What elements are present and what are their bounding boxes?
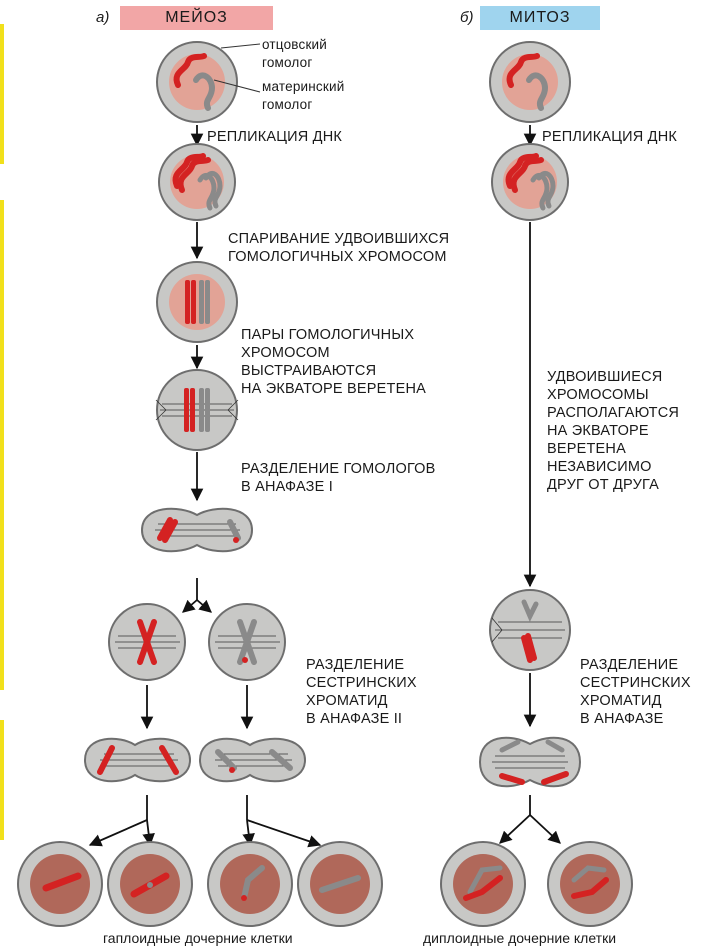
haploid-cell-1	[18, 842, 102, 926]
mitosis-align-7: ДРУГ ОТ ДРУГА	[547, 476, 659, 494]
haploid-cell-4	[298, 842, 382, 926]
haploid-caption: гаплоидные дочерние клетки	[103, 930, 293, 946]
meiosis-cell-3	[157, 262, 237, 342]
meiosis-cell-7b	[200, 739, 305, 781]
mitosis-align-3: РАСПОЛАГАЮТСЯ	[547, 404, 679, 422]
mitosis-cell-2	[492, 144, 568, 220]
meiosis-cell-4	[156, 370, 238, 450]
haploid-cell-3	[208, 842, 292, 926]
mitosis-cell-1	[490, 42, 570, 122]
anaphase2-label-3: ХРОМАТИД	[306, 692, 388, 710]
diploid-cell-2	[548, 842, 632, 926]
align-label-4: НА ЭКВАТОРЕ ВЕРЕТЕНА	[241, 380, 426, 398]
anaphase2-label-1: РАЗДЕЛЕНИЕ	[306, 656, 404, 674]
meiosis-cell-5	[142, 509, 252, 551]
meiosis-cell-6a	[109, 604, 185, 680]
mitosis-anaphase-3: ХРОМАТИД	[580, 692, 662, 710]
mitosis-align-5: ВЕРЕТЕНА	[547, 440, 626, 458]
align-label-2: ХРОМОСОМ	[241, 344, 330, 362]
mitosis-cell-3	[490, 590, 570, 670]
mitosis-anaphase-1: РАЗДЕЛЕНИЕ	[580, 656, 678, 674]
meiosis-replication-label: РЕПЛИКАЦИЯ ДНК	[207, 128, 342, 146]
meiosis-cell-1	[157, 42, 237, 122]
mitosis-align-6: НЕЗАВИСИМО	[547, 458, 652, 476]
paternal-label-2: гомолог	[262, 54, 313, 71]
meiosis-cell-2	[159, 144, 235, 220]
anaphase1-label-1: РАЗДЕЛЕНИЕ ГОМОЛОГОВ	[241, 460, 436, 478]
mitosis-align-2: ХРОМОСОМЫ	[547, 386, 649, 404]
diploid-caption: диплоидные дочерние клетки	[423, 930, 616, 946]
maternal-label-2: гомолог	[262, 96, 313, 113]
align-label-3: ВЫСТРАИВАЮТСЯ	[241, 362, 376, 380]
meiosis-cell-7a	[85, 739, 190, 781]
mitosis-replication-label: РЕПЛИКАЦИЯ ДНК	[542, 128, 677, 146]
mitosis-anaphase-2: СЕСТРИНСКИХ	[580, 674, 691, 692]
align-label-1: ПАРЫ ГОМОЛОГИЧНЫХ	[241, 326, 414, 344]
mitosis-cell-4	[480, 738, 580, 787]
maternal-label-1: материнский	[262, 78, 344, 95]
mitosis-anaphase-4: В АНАФАЗЕ	[580, 710, 663, 728]
paternal-pointer	[221, 44, 260, 48]
anaphase1-label-2: В АНАФАЗЕ I	[241, 478, 333, 496]
mitosis-align-1: УДВОИВШИЕСЯ	[547, 368, 662, 386]
pairing-label-2: ГОМОЛОГИЧНЫХ ХРОМОСОМ	[228, 248, 447, 266]
meiosis-cell-6b	[209, 604, 285, 680]
paternal-label-1: отцовский	[262, 36, 327, 53]
mitosis-align-4: НА ЭКВАТОРЕ	[547, 422, 649, 440]
anaphase2-label-2: СЕСТРИНСКИХ	[306, 674, 417, 692]
diploid-cell-1	[441, 842, 525, 926]
haploid-cell-2	[108, 842, 192, 926]
pairing-label-1: СПАРИВАНИЕ УДВОИВШИХСЯ	[228, 230, 449, 248]
anaphase2-label-4: В АНАФАЗЕ II	[306, 710, 402, 728]
